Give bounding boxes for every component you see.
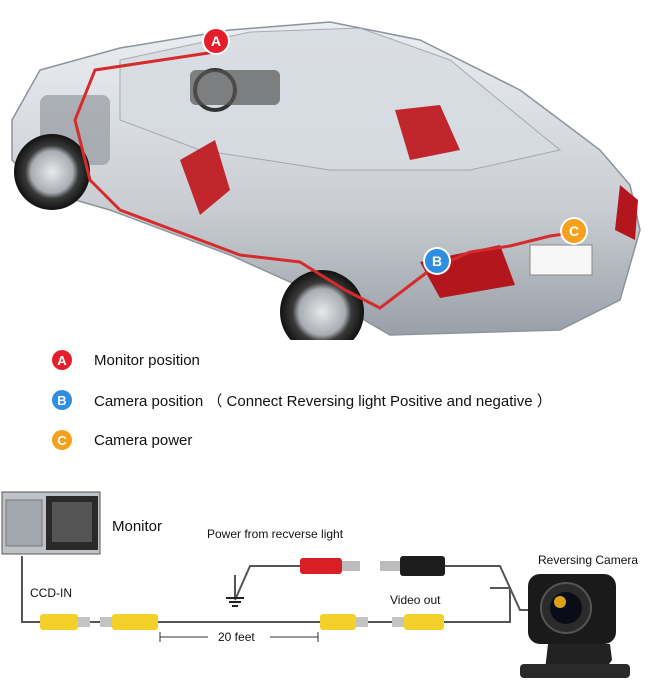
dashboard [190,70,280,105]
yellow-rca-camera [392,614,444,630]
ccd-cable [21,556,40,623]
red-rca-connector [300,558,360,574]
legend-text-a: Monitor position [94,351,200,369]
license-plate [529,244,593,276]
legend-badge-a: A [52,350,72,370]
yellow-rca-extension-start [100,614,158,630]
legend-badge-b: B [52,390,72,410]
monitor-label: Monitor [112,518,163,535]
legend-row-a: A Monitor position [52,340,612,380]
car-illustration [11,21,641,340]
front-seat [180,140,230,215]
camera-label: Reversing Camera [538,553,639,567]
marker-a: A [204,29,228,53]
legend-row-b: B Camera position （ Connect Reversing li… [52,380,612,420]
legend-badge-c: C [52,430,72,450]
length-label: 20 feet [218,630,255,644]
reversing-camera [520,574,630,678]
power-label: Power from recverse light [207,527,344,541]
ground-symbol [226,597,244,607]
ccd-label: CCD-IN [30,586,72,600]
yellow-rca-monitor [40,614,90,630]
length-label-bg [208,628,270,646]
power-positive-wire [234,565,300,601]
black-power-connector [380,556,445,576]
taillight-right [615,185,638,240]
rear-seat [395,105,460,160]
legend-text-c: Camera power [94,431,193,449]
legend-row-c: C Camera power [52,420,612,460]
wiring-route [73,50,579,310]
legend-text-b: Camera position （ Connect Reversing ligh… [94,392,552,410]
video-label: Video out [390,593,441,607]
marker-c: C [562,219,586,243]
front-wheel [14,134,90,210]
yellow-rca-extension-end [320,614,368,630]
legend: A Monitor position B Camera position （ C… [52,340,612,460]
monitor-unit [1,491,101,555]
marker-b: B [425,249,449,273]
camera-video-cable [440,587,511,623]
